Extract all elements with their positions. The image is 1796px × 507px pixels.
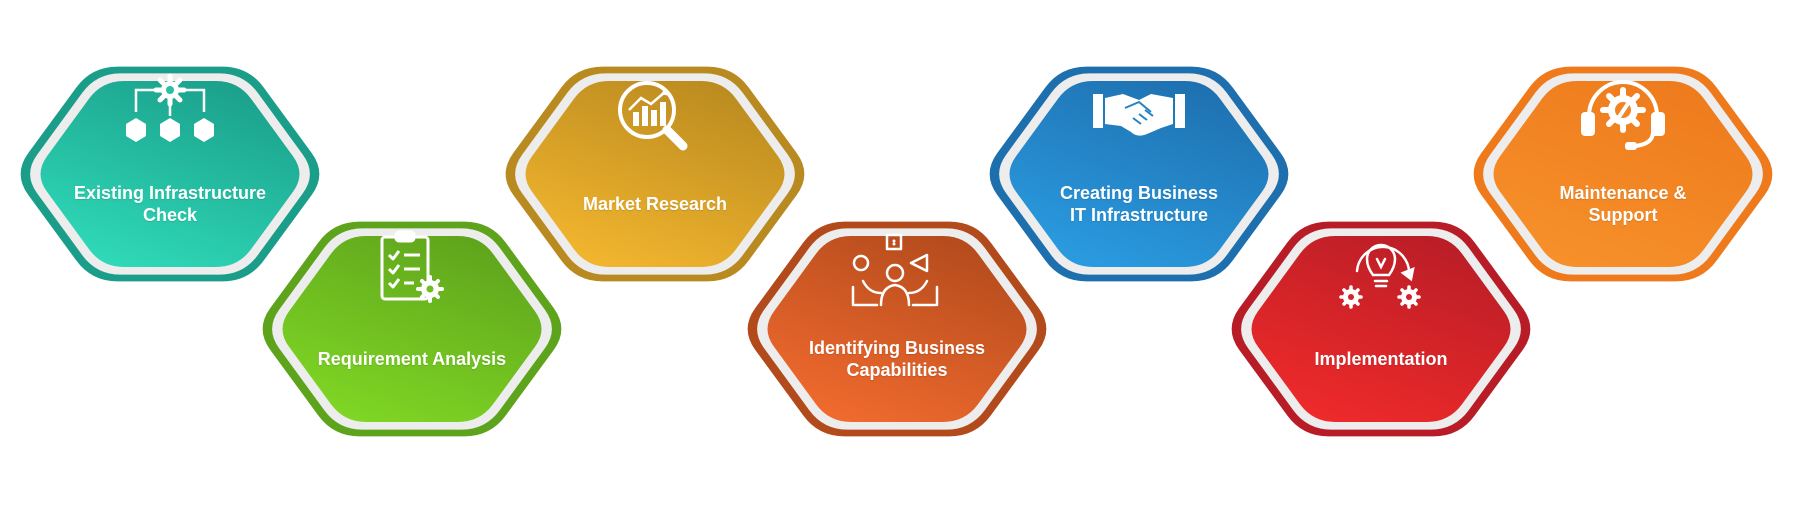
clipboard-gear-icon (362, 224, 462, 314)
magnifier-chart-icon (605, 69, 705, 159)
hexagon-fill (282, 236, 542, 422)
hexagon-step-3 (505, 66, 805, 282)
hexagon-step-6 (1231, 221, 1531, 437)
hexagon-fill (525, 81, 785, 267)
hexagon-fill (40, 81, 300, 267)
hexagon-step-7 (1473, 66, 1773, 282)
step-label-line: Check (142, 205, 198, 225)
step-label-2: Requirement Analysis (282, 348, 542, 370)
step-label-6: Implementation (1251, 348, 1511, 370)
hexagon-fill (1251, 236, 1511, 422)
step-label-line: IT Infrastructure (1069, 205, 1209, 225)
step-label-3: Market Research (525, 193, 785, 215)
step-label-line: Creating Business (1059, 183, 1219, 203)
cubes-gear-icon (120, 69, 220, 159)
step-label-line: Capabilities (846, 360, 948, 380)
handshake-icon (1089, 69, 1189, 159)
step-label-line: Requirement Analysis (317, 349, 507, 369)
step-label-line: Identifying Business (808, 338, 986, 358)
hexagon-step-4 (747, 221, 1047, 437)
person-juggling-shapes-icon (847, 224, 947, 314)
hexagon-step-5 (989, 66, 1289, 282)
step-label-line: Maintenance & (1559, 183, 1687, 203)
step-label-line: Market Research (582, 194, 728, 214)
hexagon-step-1 (20, 66, 320, 282)
headset-gear-icon (1573, 69, 1673, 159)
step-label-line: Existing Infrastructure (73, 183, 267, 203)
step-label-line: Implementation (1314, 349, 1448, 369)
bulb-gears-icon (1331, 224, 1431, 314)
step-label-7: Maintenance &Support (1493, 182, 1753, 226)
hexagon-fill (1493, 81, 1753, 267)
hexagon-fill (1009, 81, 1269, 267)
hexagon-fill (767, 236, 1027, 422)
step-label-line: Support (1588, 205, 1658, 225)
hexagon-step-2 (262, 221, 562, 437)
